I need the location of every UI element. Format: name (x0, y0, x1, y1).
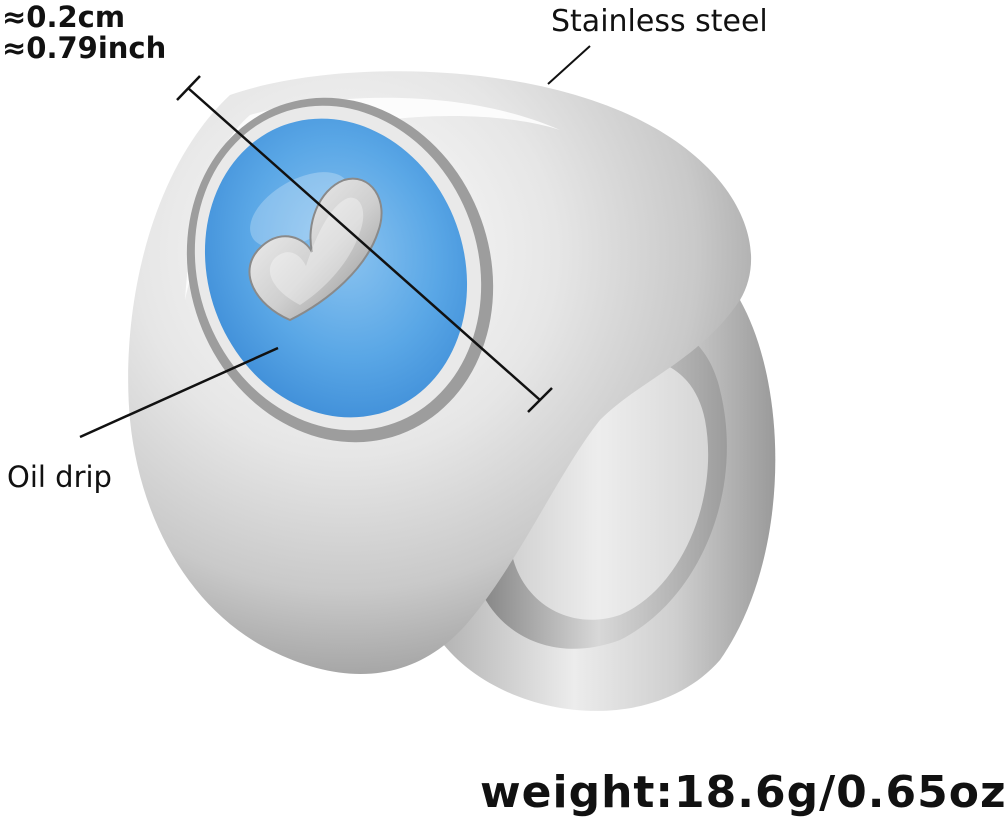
dimension-inch-text: ≈0.79inch (2, 31, 167, 65)
heart-charm (248, 177, 383, 322)
ring-illustration (79, 45, 776, 711)
dimension-label: ≈0.2cm ≈0.79inch (2, 2, 166, 64)
dimension-cm-text: ≈0.2cm (2, 0, 126, 34)
enamel-label: Oil drip (7, 460, 112, 494)
oil-leader-line (79, 346, 279, 439)
material-label: Stainless steel (551, 4, 768, 39)
steel-leader-line (547, 45, 591, 85)
weight-label: weight:18.6g/0.65oz (480, 767, 1007, 818)
dimension-line (176, 75, 553, 413)
